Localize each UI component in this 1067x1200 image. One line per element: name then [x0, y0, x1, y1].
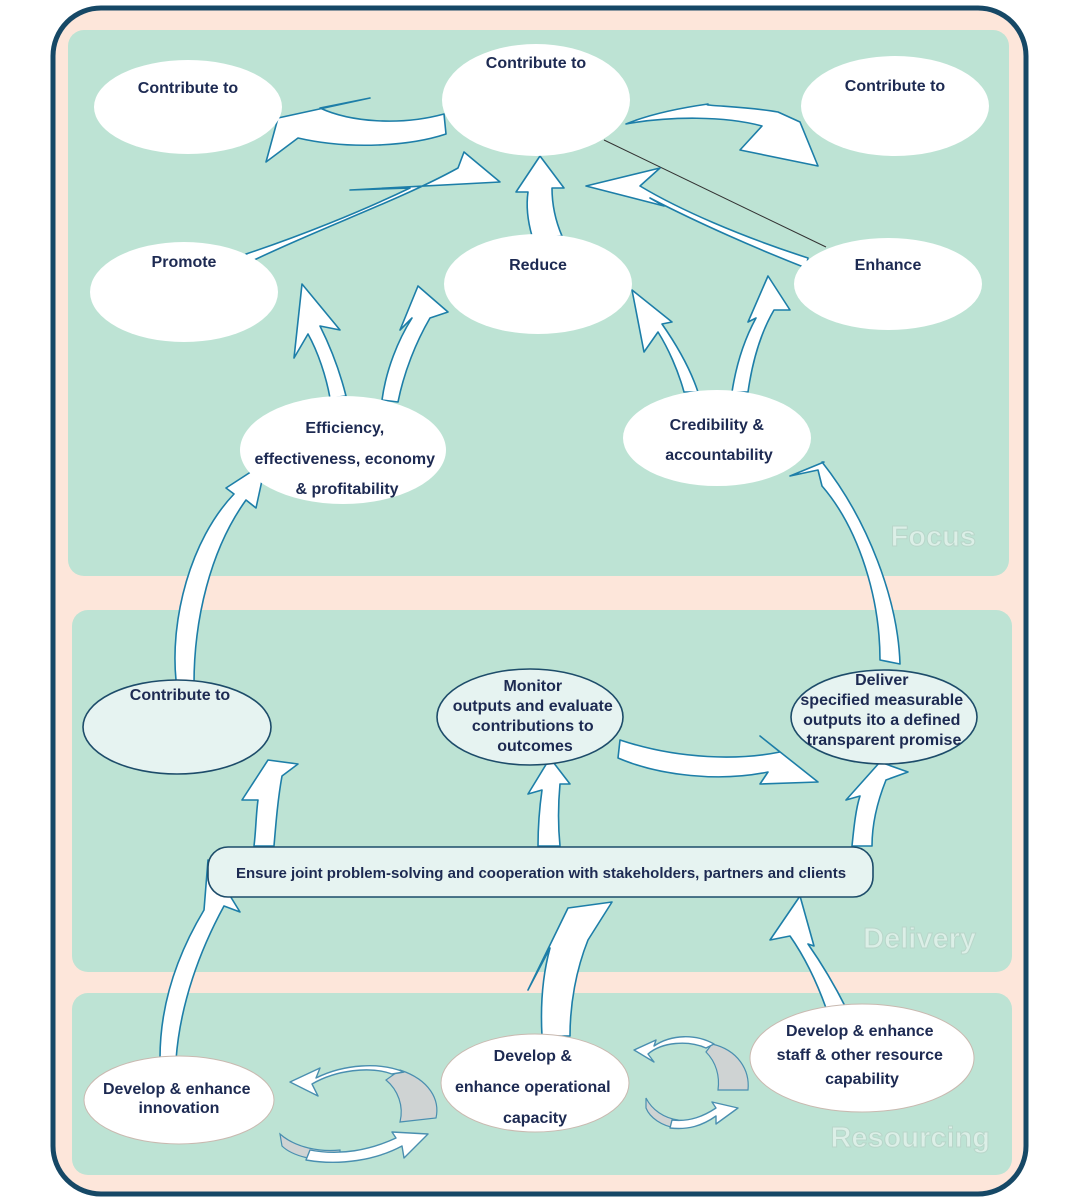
arrow-center-to-left: [265, 97, 447, 163]
node-top-right: [801, 56, 989, 156]
arrow-contribute-to-efficiency: [174, 461, 267, 685]
arrow-efficiency-to-reduce: [381, 285, 449, 403]
node-innovation-label: Develop & enhance innovation: [103, 1081, 255, 1117]
node-credibility: [623, 390, 811, 486]
node-monitor-label: Monitor outputs and evaluate contributio…: [453, 678, 617, 755]
arrow-bar-to-deliver: [845, 761, 909, 847]
node-deliver: [790, 669, 978, 765]
node-reduce-label: Reduce: [509, 257, 567, 274]
node-top-left: [94, 60, 282, 154]
node-delivery-contribute-label: Contribute to: [130, 687, 231, 704]
node-reduce: [444, 234, 632, 334]
node-promote: [90, 242, 278, 342]
arrow-enhance-to-center: [585, 167, 809, 269]
node-efficiency: [240, 396, 446, 504]
node-delivery-contribute: [82, 679, 272, 775]
arrow-innovation-to-bar: [159, 859, 241, 1061]
node-efficiency-label: Efficiency, effectiveness, economy & pro…: [255, 420, 440, 498]
cycle-arrows-right: [633, 1036, 749, 1130]
node-staff: [749, 1003, 975, 1113]
arrow-bar-to-monitor: [527, 757, 571, 847]
arrow-monitor-to-deliver: [617, 735, 819, 785]
arrow-operational-to-bar: [527, 901, 613, 1037]
arrow-deliver-to-credibility: [789, 461, 901, 665]
node-top-center: [442, 44, 630, 156]
delivery-zone-label: Delivery: [863, 923, 976, 955]
node-operational-label: Develop & enhance operational capacity: [455, 1048, 615, 1127]
arrow-reduce-to-center: [515, 155, 565, 237]
node-monitor: [436, 668, 624, 766]
cycle-arrows-left: [279, 1065, 438, 1164]
node-promote-label: Promote: [152, 254, 217, 271]
arrow-staff-to-bar: [769, 895, 847, 1009]
node-top-center-label: Contribute to: [486, 55, 587, 72]
node-deliver-label: Deliver specified measurable outputs ito…: [800, 672, 967, 749]
node-top-right-label: Contribute to: [845, 78, 946, 95]
arrow-promote-to-center: [245, 151, 501, 263]
node-operational: [440, 1033, 630, 1133]
ensure-bar: [207, 846, 874, 898]
node-staff-label: Develop & enhance staff & other resource…: [777, 1023, 948, 1088]
ensure-bar-label: Ensure joint problem-solving and coopera…: [236, 865, 846, 882]
arrow-bar-to-contribute: [241, 759, 299, 847]
connector-line: [603, 139, 827, 248]
node-enhance: [794, 238, 982, 330]
resourcing-zone-label: Resourcing: [830, 1122, 990, 1154]
node-credibility-label: Credibility & accountability: [665, 417, 773, 464]
focus-zone-label: Focus: [891, 521, 976, 553]
arrow-credibility-to-reduce: [631, 289, 699, 393]
arrow-credibility-to-enhance: [731, 275, 791, 393]
arrow-efficiency-to-promote: [293, 283, 347, 399]
arrow-center-to-right: [625, 103, 819, 167]
node-innovation: [83, 1055, 275, 1145]
node-enhance-label: Enhance: [855, 257, 922, 274]
node-top-left-label: Contribute to: [138, 80, 239, 97]
